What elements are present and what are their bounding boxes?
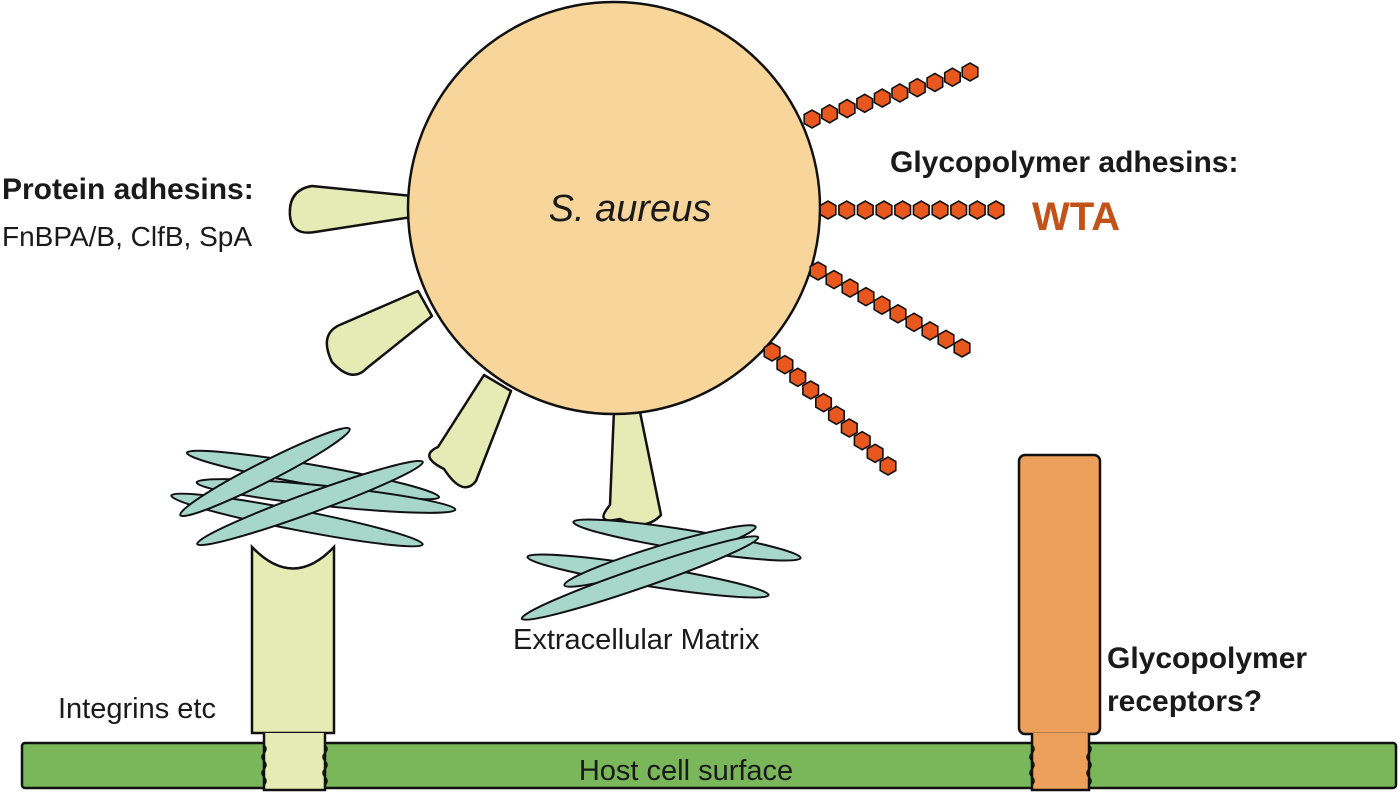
wta-hexagon <box>875 200 893 220</box>
wta-hexagon <box>894 200 912 220</box>
wta-hexagon <box>802 380 820 400</box>
s-aureus-label: S. aureus <box>549 188 712 230</box>
wta-hexagon <box>789 367 807 388</box>
receptors-label-line1: Glycopolymer <box>1107 642 1308 675</box>
wta-hexagon <box>953 338 971 358</box>
host-cell-label: Host cell surface <box>579 755 793 787</box>
wta-hexagon <box>841 278 859 299</box>
protein-adhesins <box>288 184 663 526</box>
wta-hexagon <box>905 312 923 333</box>
wta-chains <box>763 62 1005 476</box>
wta-hexagon <box>827 405 846 426</box>
wta-chain-3 <box>809 261 971 358</box>
integrin <box>250 543 336 792</box>
glycopolymer-receptor <box>1017 453 1102 792</box>
wta-hexagon <box>879 456 897 476</box>
wta-hexagon <box>825 269 843 290</box>
wta-hexagon <box>921 320 939 341</box>
protein-adhesins-heading: Protein adhesins: <box>2 173 254 206</box>
wta-hexagon <box>908 77 926 98</box>
wta-hexagon <box>856 200 874 220</box>
wta-hexagon <box>856 93 874 114</box>
wta-hexagon <box>838 200 856 220</box>
adhesin-bottom <box>602 408 663 526</box>
wta-hexagon <box>819 200 837 220</box>
wta-hexagon <box>873 295 891 316</box>
receptors-label-line2: receptors? <box>1107 685 1263 718</box>
wta-hexagon <box>873 88 891 109</box>
wta-hexagon <box>968 200 986 220</box>
wta-hexagon <box>814 392 833 413</box>
wta-hexagon <box>889 303 907 324</box>
adhesin-lower-left <box>325 289 434 376</box>
wta-chain-2 <box>819 200 1005 220</box>
wta-hexagon <box>776 354 794 375</box>
wta-hexagon <box>937 329 955 350</box>
integrins-label: Integrins etc <box>58 693 216 725</box>
receptor-transmembrane <box>1030 733 1091 792</box>
integrin-transmembrane <box>262 733 327 792</box>
wta-hexagon <box>926 72 944 93</box>
wta-hexagon <box>891 82 909 103</box>
wta-chain-1 <box>803 62 979 129</box>
adhesin-left <box>288 184 414 234</box>
wta-hexagon <box>803 109 821 129</box>
wta-hexagon <box>857 286 875 307</box>
matrix-fibres-centre <box>520 518 802 621</box>
glycopolymer-adhesins-heading: Glycopolymer adhesins: <box>890 146 1239 179</box>
protein-adhesins-examples: FnBPA/B, ClfB, SpA <box>2 221 253 252</box>
wta-hexagon <box>931 200 949 220</box>
wta-hexagon <box>961 62 979 82</box>
wta-hexagon <box>950 200 968 220</box>
wta-hexagon <box>987 200 1005 220</box>
matrix-fibres-left <box>170 426 457 548</box>
wta-label: WTA <box>1032 195 1121 239</box>
wta-hexagon <box>838 98 856 119</box>
extracellular-matrix-label: Extracellular Matrix <box>513 624 760 656</box>
wta-hexagon <box>943 67 962 88</box>
wta-hexagon <box>853 430 871 451</box>
integrin-stalk <box>250 543 336 735</box>
wta-hexagon <box>840 418 858 438</box>
adhesin-bottom-left <box>428 373 513 489</box>
wta-hexagon <box>912 200 930 220</box>
receptor-body <box>1017 453 1102 736</box>
wta-hexagon <box>809 261 827 281</box>
wta-hexagon <box>866 443 884 464</box>
wta-hexagon <box>820 103 839 124</box>
wta-hexagon <box>763 342 781 362</box>
wta-chain-4 <box>763 342 897 476</box>
